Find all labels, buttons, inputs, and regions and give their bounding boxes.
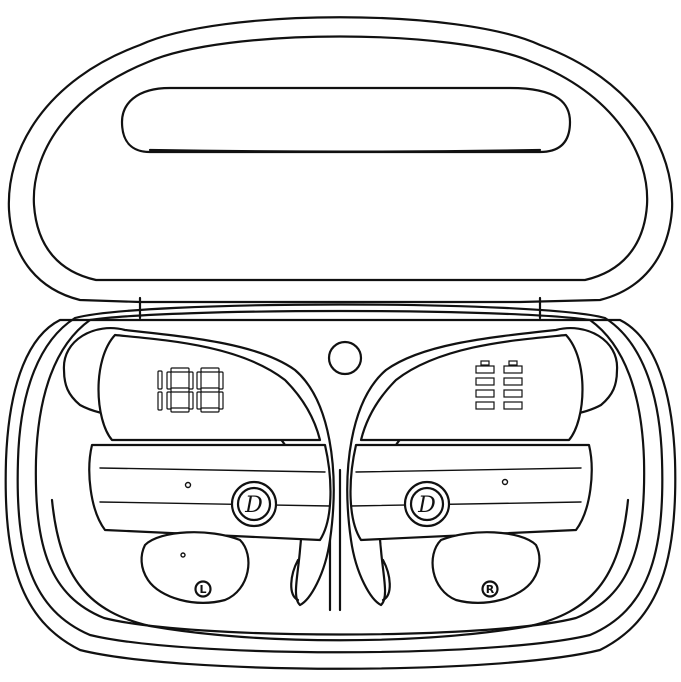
right-brand-logo: D [417, 493, 436, 518]
right-touch-button: D [403, 480, 451, 528]
left-marker-label: L [199, 583, 206, 596]
left-brand-logo: D [244, 493, 263, 518]
led-digit-1 [157, 370, 163, 411]
right-marker: R [481, 580, 499, 598]
pairing-button [327, 340, 363, 376]
left-earbud [62, 327, 335, 607]
led-digit-8a [166, 367, 194, 413]
right-marker-label: R [486, 583, 495, 596]
battery-right [503, 360, 523, 410]
battery-indicator [475, 360, 523, 410]
led-digit-display [157, 367, 224, 413]
battery-left [475, 360, 495, 410]
case-base [4, 296, 677, 670]
led-digit-8b [196, 367, 224, 413]
left-marker: L [194, 580, 212, 598]
case-lid [7, 16, 674, 304]
left-touch-button: D [230, 480, 278, 528]
